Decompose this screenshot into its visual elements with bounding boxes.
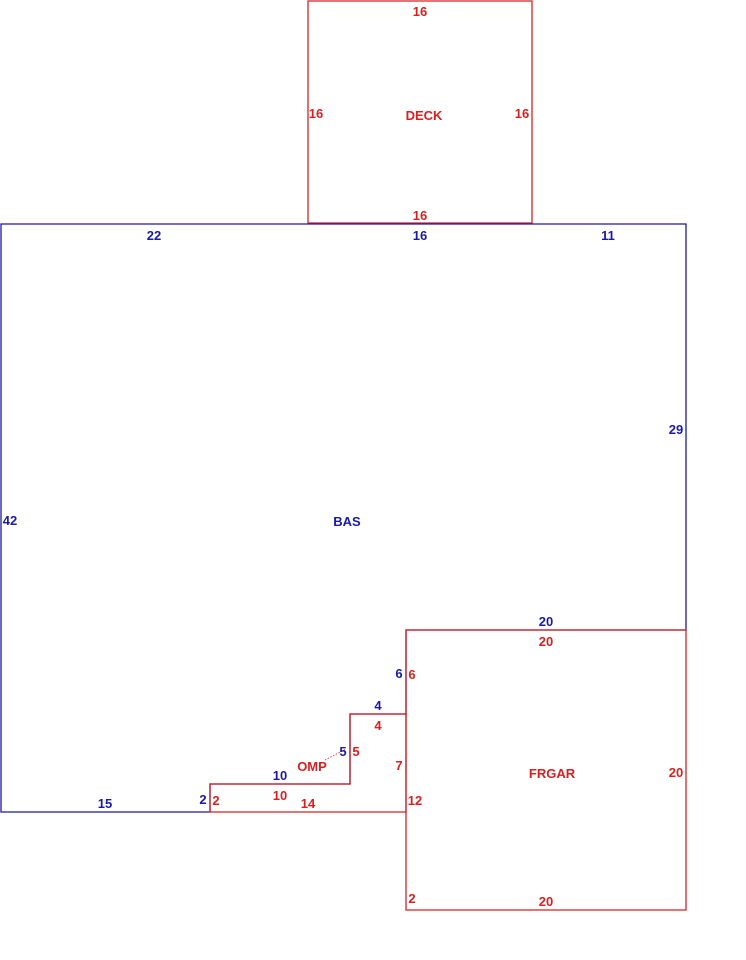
frgar-bottom-dimension: 20 xyxy=(539,894,553,909)
omp-inner-dimension: 4 xyxy=(374,718,382,733)
deck-bottom-dimension: 16 xyxy=(413,208,427,223)
omp-bottom-dimension: 14 xyxy=(301,796,316,811)
omp-top-dimension: 10 xyxy=(273,788,287,803)
deck-top-dimension: 16 xyxy=(413,4,427,19)
bas-step-inner-dimension: 4 xyxy=(374,698,382,713)
deck-area-label: DECK xyxy=(406,108,443,123)
frgar-left-mid-dimension: 12 xyxy=(408,793,422,808)
frgar-top-dimension: 20 xyxy=(539,634,553,649)
deck-outline xyxy=(307,0,533,224)
deck-left-dimension: 16 xyxy=(309,106,323,121)
bas-bottom-dimension: 15 xyxy=(98,796,112,811)
frgar-left-upper-dimension: 6 xyxy=(408,667,415,682)
deck-right-dimension: 16 xyxy=(515,106,529,121)
omp-step-dimension: 5 xyxy=(352,744,359,759)
bas-area-label: BAS xyxy=(333,514,361,529)
omp-area-label: OMP xyxy=(297,759,327,774)
bas-right-dimension: 29 xyxy=(669,422,683,437)
frgar-area-label: FRGAR xyxy=(529,766,576,781)
bas-top-left-dimension: 22 xyxy=(147,228,161,243)
omp-left-dimension: 2 xyxy=(212,793,219,808)
bas-top-right-dimension: 11 xyxy=(601,228,615,243)
frgar-outline xyxy=(405,629,687,911)
bas-top-mid-dimension: 16 xyxy=(413,228,427,243)
omp-side-dimension: 7 xyxy=(395,758,402,773)
bas-step-mid-dimension: 5 xyxy=(339,744,346,759)
bas-step-upper-dimension: 6 xyxy=(395,666,402,681)
omp-leader-line xyxy=(324,748,347,761)
frgar-left-lower-dimension: 2 xyxy=(408,891,415,906)
bas-step-top-dimension: 10 xyxy=(273,768,287,783)
bas-garage-top-dimension: 20 xyxy=(539,614,553,629)
bas-step-bottom-dimension: 2 xyxy=(199,792,206,807)
bas-left-dimension: 42 xyxy=(3,513,17,528)
frgar-right-dimension: 20 xyxy=(669,765,683,780)
